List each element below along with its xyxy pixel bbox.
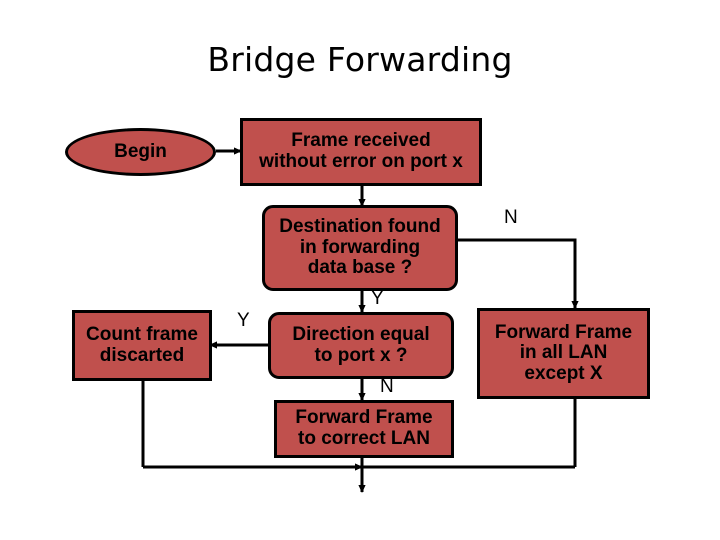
node-destination-found-decision[interactable]: Destination found in forwarding data bas… [262, 205, 458, 291]
node-direction-equal-decision[interactable]: Direction equal to port x ? [268, 312, 454, 379]
node-direction-equal-label: Direction equal to port x ? [292, 323, 430, 366]
node-frame-received[interactable]: Frame received without error on port x [240, 118, 482, 186]
node-forward-frame-all-lan[interactable]: Forward Frame in all LAN except X [477, 308, 650, 399]
node-forward-frame-all-lan-label: Forward Frame in all LAN except X [494, 321, 633, 384]
node-destination-found-label: Destination found in forwarding data bas… [279, 216, 441, 279]
node-count-frame-discarted[interactable]: Count frame discarted [72, 310, 212, 381]
page-title: Bridge Forwarding [207, 40, 513, 79]
node-forward-frame-correct-lan[interactable]: Forward Frame to correct LAN [274, 400, 454, 458]
edge-label-dest-no: N [504, 207, 518, 228]
edge-label-direction-yes: Y [237, 310, 250, 331]
node-count-frame-discarted-label: Count frame discarted [86, 323, 198, 366]
node-forward-frame-correct-lan-label: Forward Frame to correct LAN [295, 407, 433, 449]
edge-label-direction-no: N [380, 376, 394, 397]
edge-dest-no-to-forward-all [458, 238, 579, 309]
node-frame-received-label: Frame received without error on port x [259, 130, 463, 172]
edge-label-dest-yes: Y [371, 288, 384, 309]
node-begin[interactable]: Begin [65, 128, 216, 176]
node-begin-label: Begin [114, 140, 167, 162]
